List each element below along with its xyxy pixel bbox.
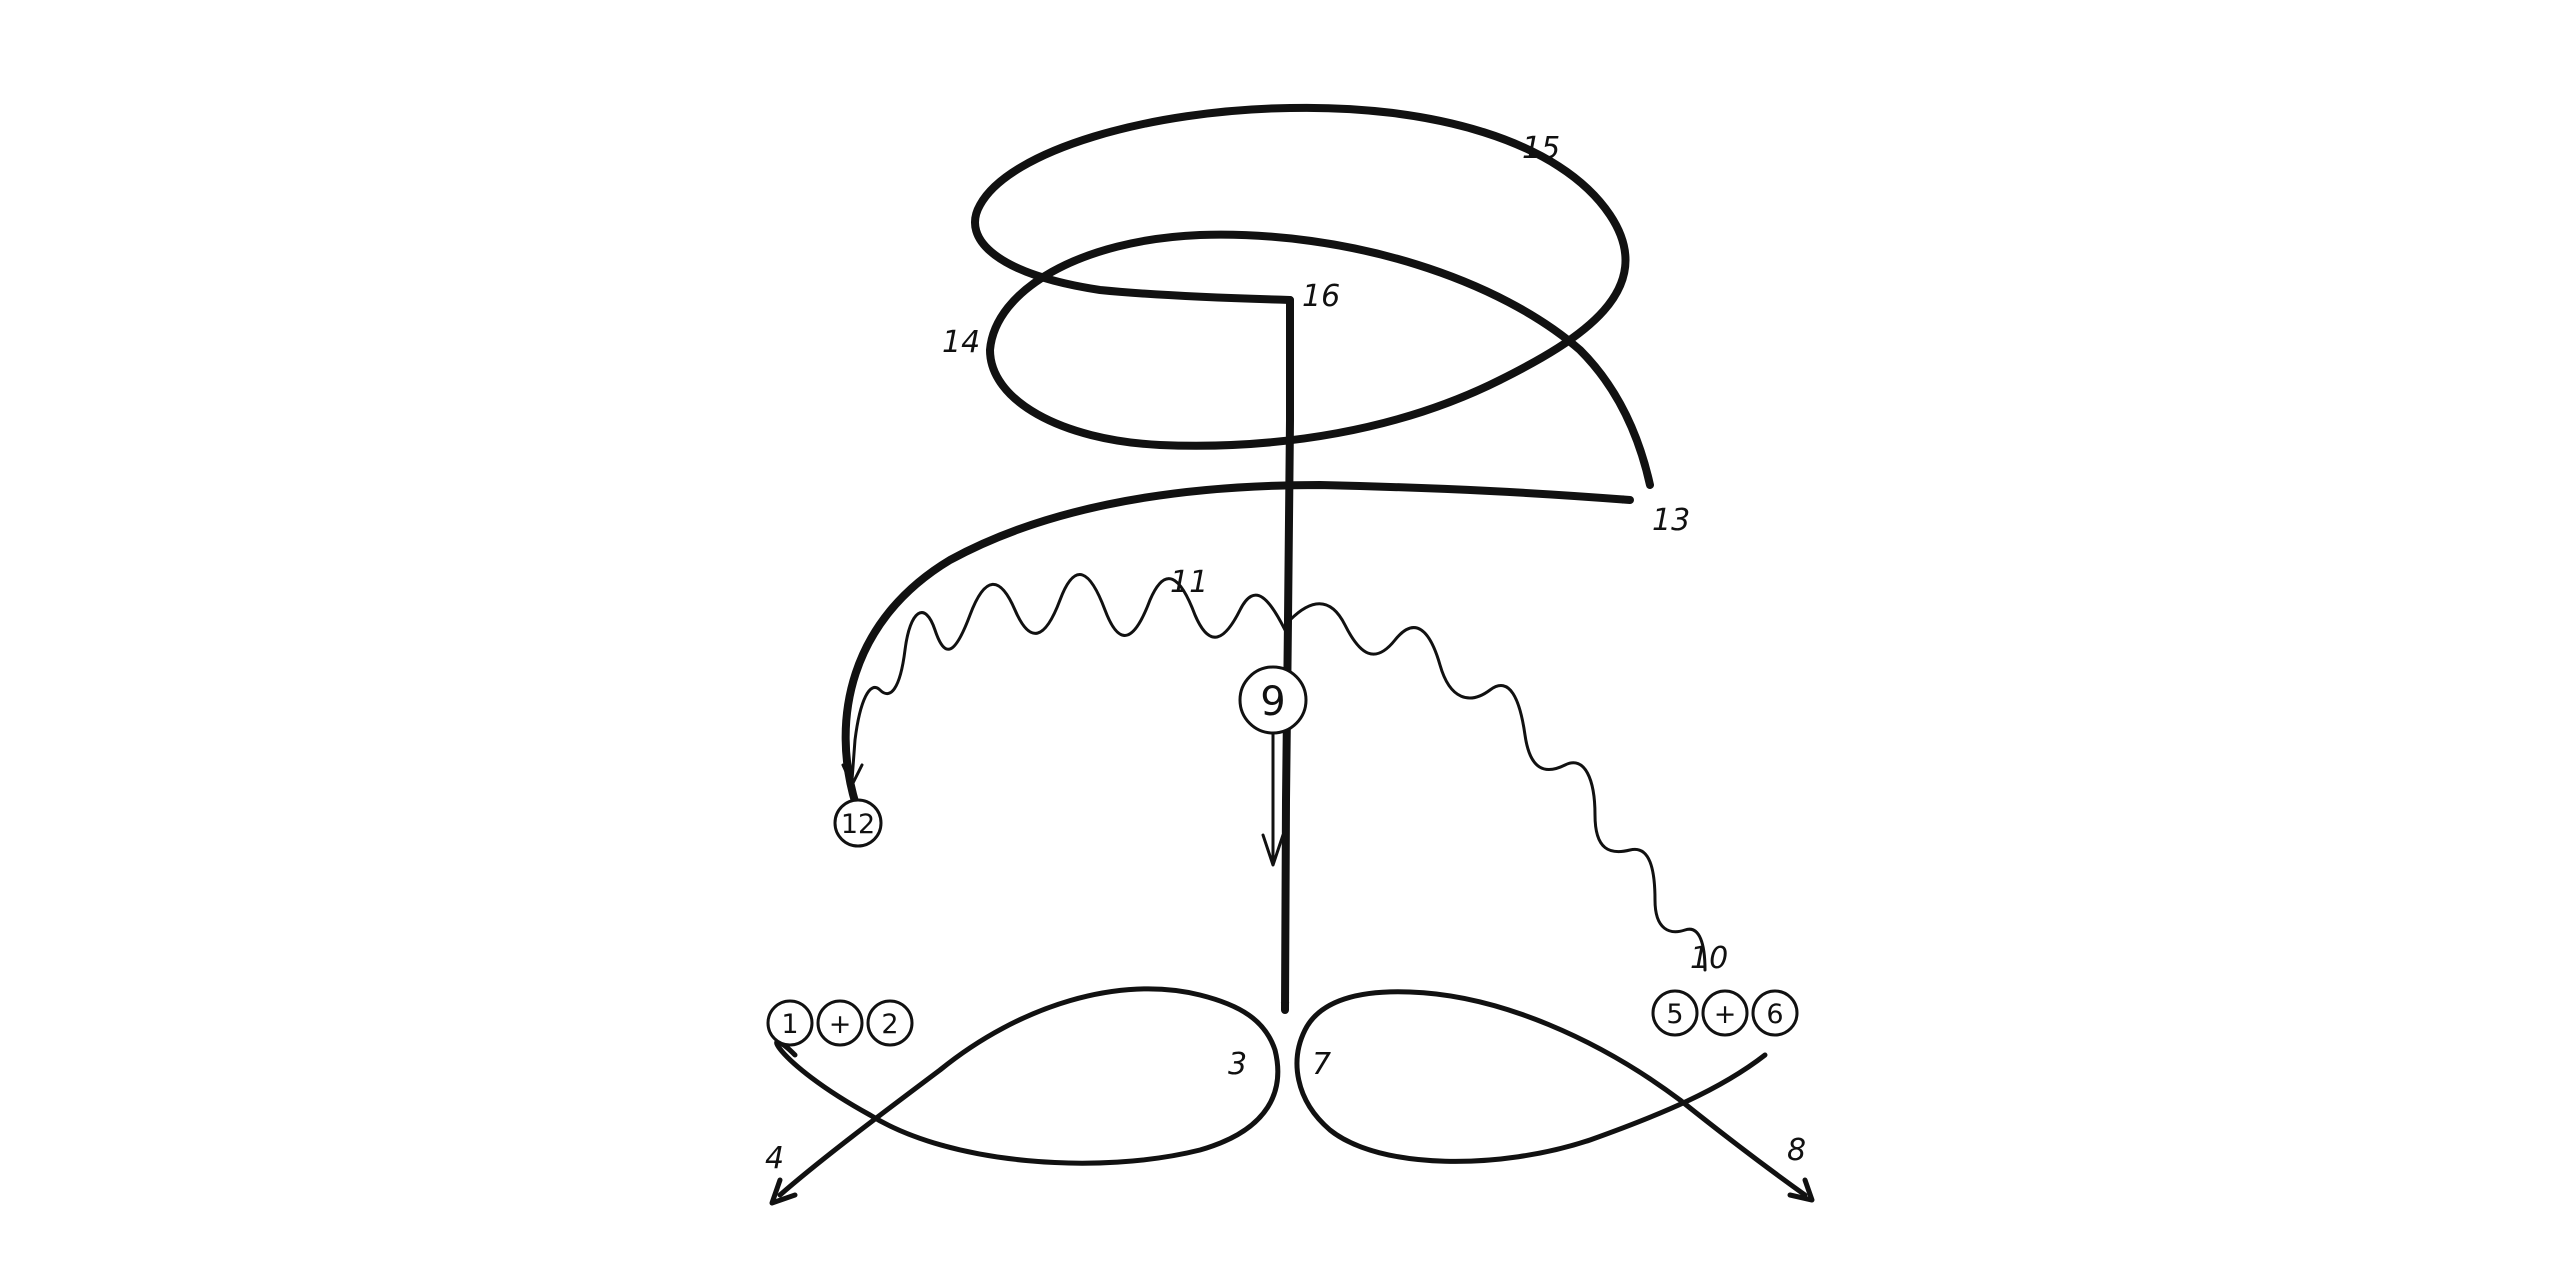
spiral-loop-15: [971, 103, 1654, 489]
circle-5: [1651, 989, 1699, 1037]
circle-6: [1751, 989, 1799, 1037]
label-12: 12: [841, 809, 875, 840]
arrowhead-4: [769, 1177, 798, 1206]
label-11: 11: [1170, 565, 1208, 600]
label-2: 2: [881, 1009, 898, 1040]
label-plus-left: +: [829, 1009, 852, 1040]
label-7: 7: [1312, 1047, 1331, 1082]
arc-arrow-12-13: [841, 481, 1634, 809]
label-16: 16: [1302, 279, 1340, 314]
circle-2: [866, 999, 914, 1047]
label-14: 14: [942, 325, 980, 360]
label-4: 4: [765, 1141, 784, 1176]
circle-9: [1238, 665, 1308, 735]
circle-12: [833, 798, 883, 848]
left-loop-3: [774, 986, 1281, 1198]
label-5: 5: [1666, 999, 1683, 1030]
right-loop-7: [1294, 989, 1808, 1198]
wavy-line-10: [1288, 602, 1707, 972]
wavy-line-11: [850, 573, 1287, 782]
label-6: 6: [1766, 999, 1783, 1030]
arrowhead-8: [1787, 1177, 1815, 1203]
wavy-arrowhead-12: [841, 763, 864, 787]
label-9: 9: [1260, 679, 1285, 725]
circle-plus-left: [816, 999, 864, 1047]
circle-1: [766, 999, 814, 1047]
label-1: 1: [781, 1009, 798, 1040]
label-15: 15: [1522, 131, 1560, 166]
label-8: 8: [1787, 1133, 1806, 1168]
central-line-16: [1285, 296, 1294, 1014]
label-plus-right: +: [1714, 999, 1737, 1030]
thin-arrowhead-9: [1261, 833, 1285, 867]
label-13: 13: [1652, 503, 1690, 538]
label-3: 3: [1228, 1047, 1247, 1082]
label-10: 10: [1690, 941, 1728, 976]
circle-plus-right: [1701, 989, 1749, 1037]
